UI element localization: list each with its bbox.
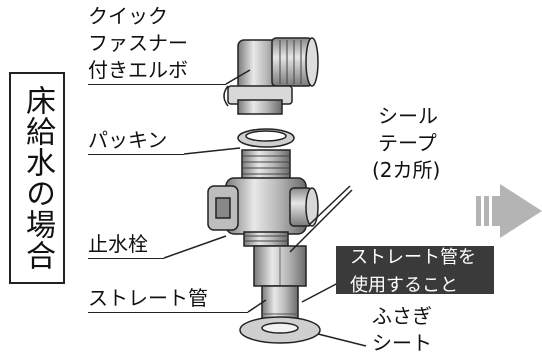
note-line-1: ストレート管を — [350, 247, 476, 268]
seal-tape-line-3: (2カ所) — [372, 158, 441, 182]
leader-lines — [163, 69, 367, 347]
packing-label: パッキン — [88, 130, 184, 155]
arrow-right-icon — [476, 184, 542, 238]
washer-label-line-1: ふさぎ — [372, 304, 432, 328]
washer-label-line-2: シート — [372, 331, 432, 355]
straight-pipe-label: ストレート管 — [88, 288, 248, 313]
straight-pipe — [253, 245, 307, 329]
stop-valve — [207, 149, 319, 247]
elbow-label-line-1: クイック — [88, 4, 168, 28]
seal-tape-line-1: シール — [378, 104, 438, 128]
note-box: ストレート管を 使用すること — [336, 246, 494, 296]
title-text: 床給水の場合 — [20, 85, 55, 271]
elbow-label-line-2: ファスナー — [88, 31, 188, 55]
seal-tape-line-2: テープ — [378, 131, 437, 155]
elbow-label-line-3: 付きエルボ — [88, 60, 226, 85]
cover-sheet — [239, 316, 321, 344]
valve-label: 止水栓 — [88, 234, 164, 259]
elbow-fitting — [223, 37, 319, 115]
note-line-2: 使用すること — [350, 274, 458, 296]
title-box: 床給水の場合 — [9, 72, 65, 284]
packing-ring — [237, 128, 295, 148]
